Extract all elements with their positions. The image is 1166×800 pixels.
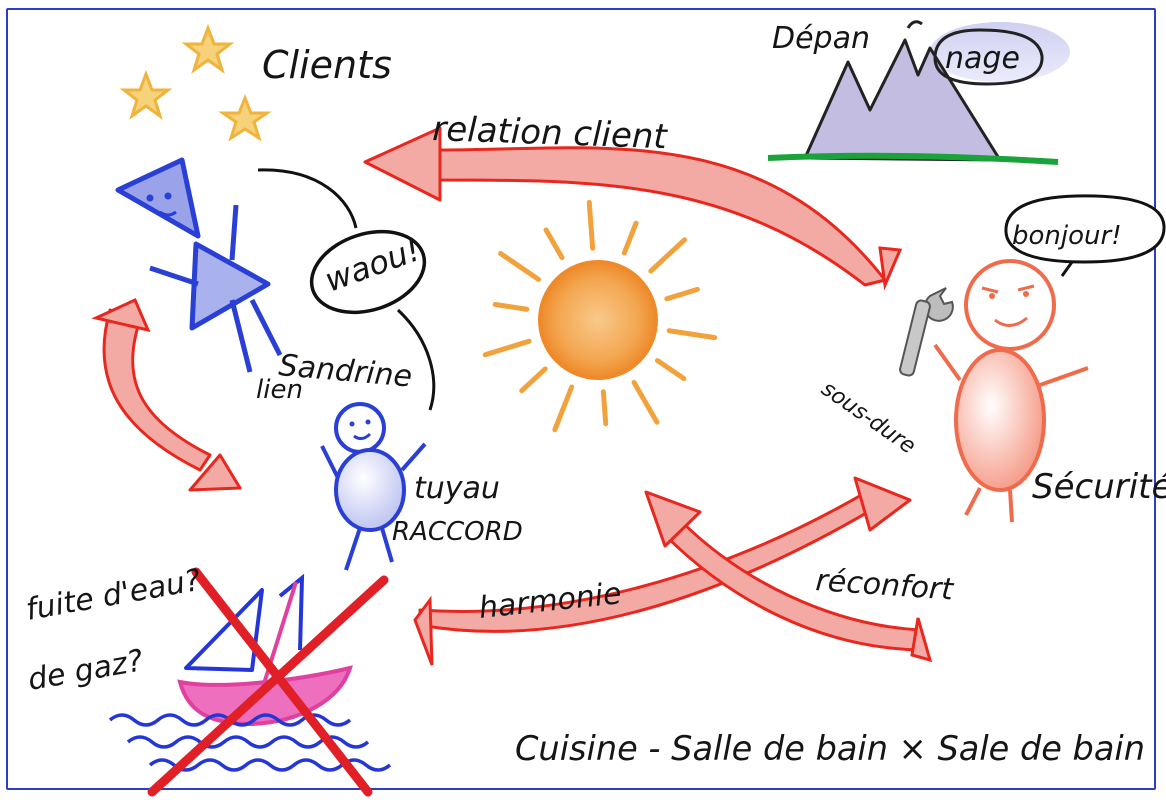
tuyau-label: tuyau (414, 471, 500, 506)
sun-ray (519, 366, 548, 394)
relation-client-label: relation client (432, 109, 669, 157)
gaz-label: de gaz? (25, 643, 146, 698)
nage-bubble: nage (933, 28, 1044, 86)
sun-ray (631, 379, 660, 425)
mountain-drawing (767, 20, 1070, 165)
bottom-caption: Cuisine - Salle de bain × Sale de bain (515, 729, 1145, 769)
securite-label: Sécurité (1032, 467, 1166, 507)
bonjour-bubble: bonjour! (1004, 194, 1166, 277)
wrench-icon (899, 287, 954, 377)
cloud-shape (930, 22, 1070, 82)
sandrine-figure (115, 157, 283, 373)
stars-group (119, 23, 272, 142)
sun-ray (600, 389, 609, 427)
waou-bubble: waou! (309, 229, 427, 315)
nage-label: nage (945, 41, 1020, 76)
sun-drawing (482, 199, 718, 433)
sun-ray (543, 227, 565, 261)
sun-ray (482, 338, 532, 358)
depan-label: Dépan (772, 21, 870, 56)
cross-out-mark (147, 567, 389, 797)
sun-ray (498, 250, 542, 282)
star-icon (218, 93, 272, 142)
sun-ray (552, 384, 575, 433)
boat-drawing (177, 573, 353, 727)
link-curve (257, 168, 358, 229)
sun-ray (666, 328, 718, 341)
sun-ray (664, 286, 700, 302)
bonjour-label: bonjour! (1012, 221, 1122, 251)
link-curve (396, 308, 436, 411)
reconfort-arrow (644, 490, 933, 663)
clients-label: Clients (262, 43, 392, 87)
sun-ray (586, 199, 596, 251)
sun-ray (621, 220, 639, 256)
lien-label: lien (256, 375, 303, 405)
sun-ray (648, 237, 688, 274)
sun-core (538, 260, 658, 380)
sun-ray (492, 301, 530, 312)
sous-dure-label: sous-dure (817, 376, 920, 459)
relation-client-arrow (363, 126, 903, 291)
fuite-label: fuite d'eau? (23, 563, 203, 628)
reconfort-label: réconfort (814, 563, 955, 608)
star-icon (181, 23, 235, 74)
raccord-label: RACCORD (392, 517, 523, 547)
star-icon (119, 69, 173, 120)
harmonie-arrow (413, 476, 912, 666)
tuyau-figure (320, 402, 427, 571)
sun-ray (654, 358, 687, 382)
securite-figure (933, 259, 1089, 523)
left-curved-arrow (91, 297, 242, 492)
